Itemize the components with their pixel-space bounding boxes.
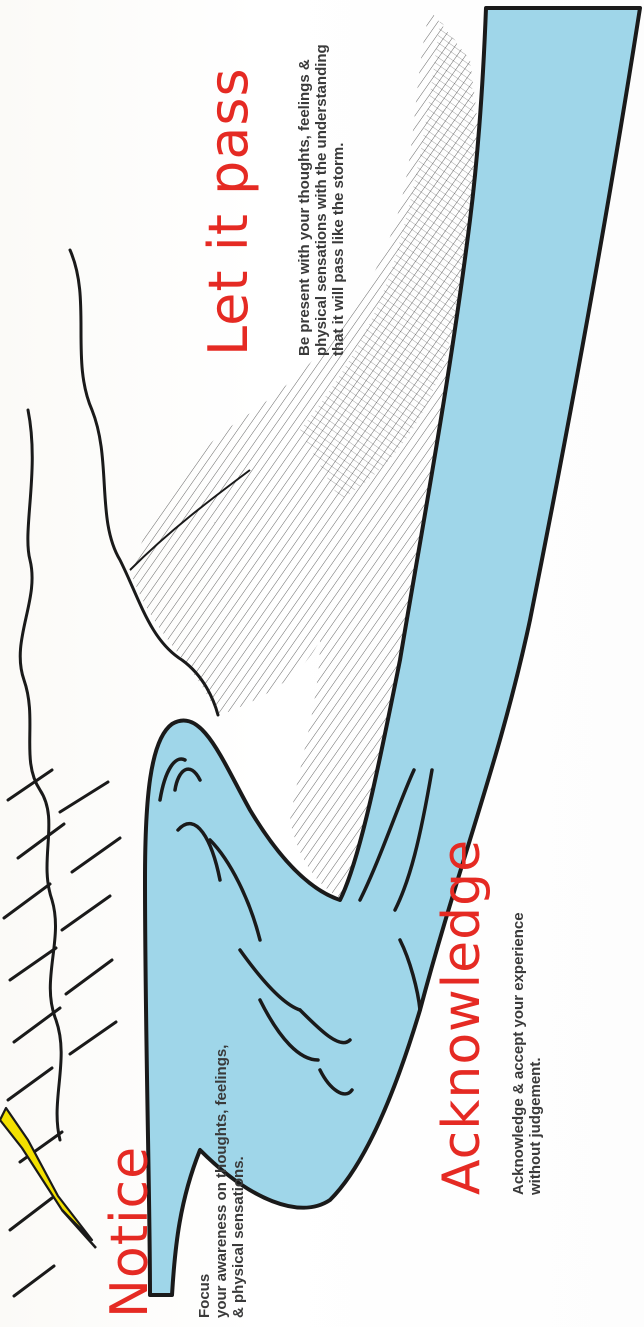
step-notice-title: Notice: [100, 1146, 160, 1318]
step-acknowledge-title: Acknowledge: [432, 839, 492, 1195]
step-notice-line-3: & physical sensations.: [230, 1045, 247, 1318]
step-let-it-pass-line-3: that it will pass like the storm.: [330, 44, 347, 356]
step-let-it-pass-line-1: Be present with your thoughts, feelings …: [296, 44, 313, 356]
step-acknowledge-line-2: without judgement.: [527, 912, 544, 1195]
step-notice-line-2: your awareness on thoughts, feelings,: [213, 1045, 230, 1318]
step-acknowledge-description: Acknowledge & accept your experience wit…: [510, 912, 544, 1195]
step-let-it-pass-description: Be present with your thoughts, feelings …: [296, 44, 347, 356]
step-notice-description: Focus your awareness on thoughts, feelin…: [196, 1045, 247, 1318]
step-let-it-pass-title: Let it pass: [198, 67, 260, 356]
step-acknowledge-line-1: Acknowledge & accept your experience: [510, 912, 527, 1195]
step-notice-line-1: Focus: [196, 1045, 213, 1318]
step-let-it-pass-line-2: physical sensations with the understandi…: [313, 44, 330, 356]
